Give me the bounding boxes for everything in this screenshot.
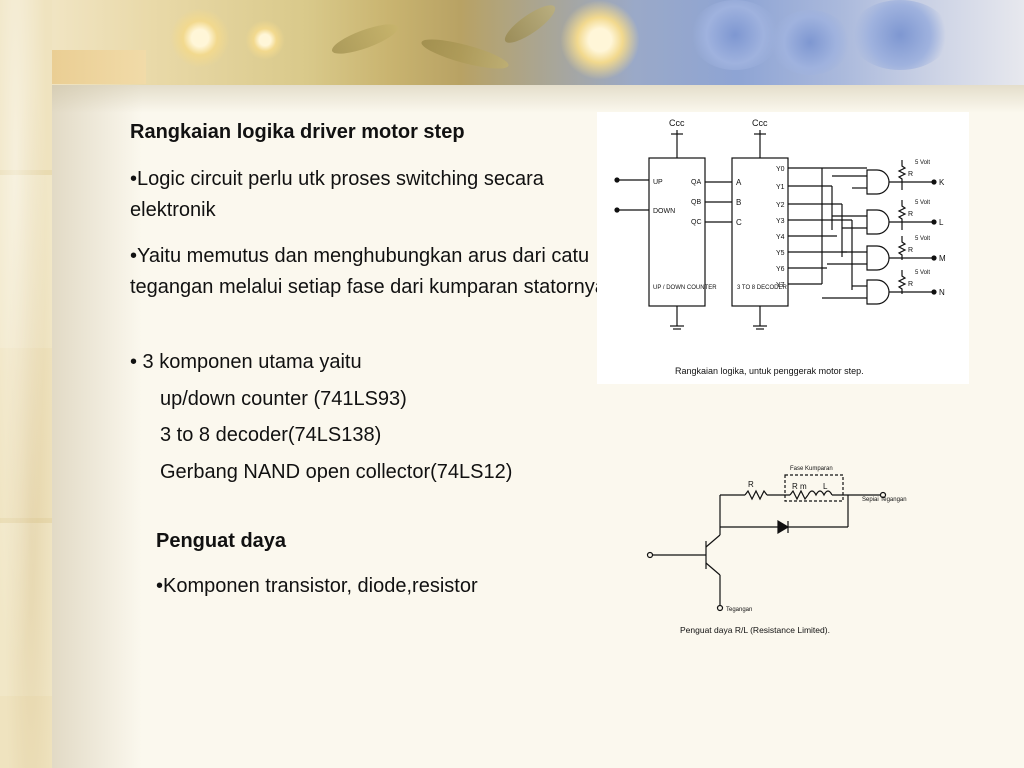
phase-winding-box [784,474,844,502]
decoder-output-label: Y2 [776,202,785,209]
leaf-decoration [329,18,401,60]
counter-input-label: UP [653,179,663,186]
resistor-symbol [744,489,768,501]
output-label: N [939,288,945,297]
leaf-decoration [500,0,560,49]
component-3: Gerbang NAND open collector(74LS12) [160,461,513,483]
blue-flower-decoration [690,0,780,70]
slide-title: Rangkaian logika driver motor step [130,121,465,143]
header-background [0,0,1024,85]
vcc-label-right: Ccc [752,118,768,128]
decoder-input-label: A [736,178,742,187]
resistor-label: R [908,247,913,254]
component-1: up/down counter (741LS93) [160,388,407,410]
inductor-symbol [807,490,833,497]
ground-terminal [716,604,724,612]
resistor-label: R [908,171,913,178]
nand-gate [866,245,890,271]
diagram-caption: Rangkaian logika, untuk penggerak motor … [675,366,864,376]
supply-label: 5 Volt [915,160,930,166]
flower-decoration [170,8,230,68]
decoder-output-label: Y4 [776,234,785,241]
diagram-caption: Penguat daya R/L (Resistance Limited). [680,625,830,635]
input-terminal [646,551,654,559]
supply-label: 5 Volt [915,236,930,242]
rm-label: R m [792,482,807,491]
bullet-1: •Logic circuit perlu utk proses switchin… [130,168,544,221]
counter-output-label: QC [691,219,702,226]
sub-bullet: •Komponen transistor, diode,resistor [156,575,478,597]
left-decoration-strip [0,0,52,768]
top-shadow [52,85,1024,113]
output-label: M [939,254,946,263]
inductor-label: L [823,482,828,491]
section-subtitle: Penguat daya [156,530,287,552]
bullet-2: •Yaitu memutus dan menghubungkan arus da… [130,245,612,298]
decoder-input-label: C [736,218,742,227]
phase-label: Fase Kumparan [790,466,833,472]
resistor-label: R [908,211,913,218]
counter-output-label: QB [691,199,701,206]
decoder-label: 3 TO 8 DECODER [737,285,787,291]
ground-label: Tegangan [726,607,752,613]
supply-label: 5 Volt [915,270,930,276]
decoder-output-label: Y0 [776,166,785,173]
leaf-decoration [419,33,511,75]
nand-gate [866,279,890,305]
flower-decoration [245,20,285,60]
nand-gate [866,169,890,195]
output-label: L [939,218,944,227]
logic-circuit-diagram: Ccc Ccc UP DOWN QA QB QC UP / DOWN COUNT… [597,112,969,384]
decoder-input-label: B [736,198,741,207]
supply-terminal [879,491,887,499]
counter-output-label: QA [691,179,701,186]
diode-symbol [777,519,790,535]
counter-label: UP / DOWN COUNTER [653,285,717,291]
decoder-output-label: Y5 [776,250,785,257]
decoder-output-label: Y3 [776,218,785,225]
supply-label: 5 Volt [915,200,930,206]
resistor-label: R [908,281,913,288]
output-label: K [939,178,945,187]
flower-decoration [560,0,640,80]
blue-flower-decoration [850,0,950,70]
resistor-symbol [789,489,809,501]
resistor-label: R [748,480,754,489]
decoder-output-label: Y7 [776,282,785,289]
vcc-label-left: Ccc [669,118,685,128]
power-amplifier-diagram: Fase Kumparan R R m L Sepiai Tegangan Te… [640,455,920,645]
header-accent-block [36,50,146,84]
component-2: 3 to 8 decoder(74LS138) [160,424,382,446]
bullet-3: • 3 komponen utama yaitu [130,351,362,373]
supply-label: Sepiai Tegangan [862,497,907,503]
nand-gate [866,209,890,235]
counter-input-label: DOWN [653,208,675,215]
left-shadow [52,85,142,768]
decoder-output-label: Y6 [776,266,785,273]
decoder-output-label: Y1 [776,184,785,191]
blue-flower-decoration [770,10,850,75]
